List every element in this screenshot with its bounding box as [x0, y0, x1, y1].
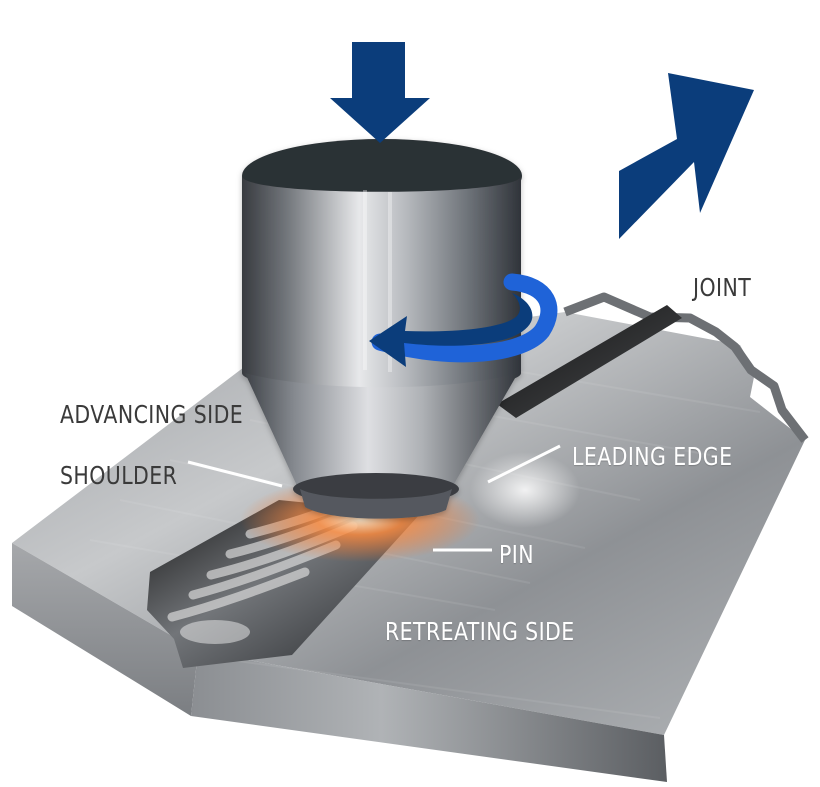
plate-left-face	[12, 543, 198, 716]
weld-seam-highlight	[180, 620, 250, 644]
rotation-arrow-icon	[369, 273, 558, 367]
rotation-arrow-band	[371, 273, 558, 363]
tool-shoulder-cone	[245, 373, 518, 502]
pin-label: PIN	[499, 540, 534, 569]
shoulder-label: SHOULDER	[60, 461, 178, 490]
retreating-side-label: RETREATING SIDE	[385, 617, 575, 646]
joint-groove	[497, 305, 682, 418]
leading-edge-label: LEADING EDGE	[572, 442, 733, 471]
advancing-side-label: ADVANCING SIDE	[60, 400, 244, 429]
leading-edge-leader-line	[487, 444, 561, 484]
leading-edge-glow	[470, 452, 580, 528]
plate-front-face	[191, 651, 667, 782]
plate-rough-right-edge	[563, 292, 809, 443]
down-arrow-icon	[330, 42, 430, 143]
joint-label: JOINT	[693, 273, 752, 302]
rotating-tool	[242, 139, 522, 519]
weld-seam-ripples	[167, 485, 384, 622]
rotation-arrow-main	[369, 293, 533, 367]
tool-lower-rim	[300, 489, 452, 519]
shoulder-leader-line	[187, 460, 283, 488]
travel-direction-arrow-icon	[619, 73, 754, 239]
